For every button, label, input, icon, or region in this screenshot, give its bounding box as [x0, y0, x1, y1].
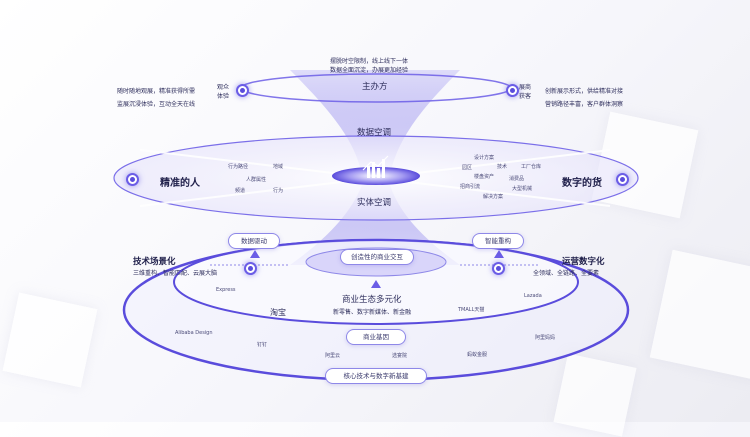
tag: 楼盘资产	[474, 174, 495, 180]
right-top-text: 营销路径丰富，客户群体洞察	[545, 101, 624, 108]
node-dot	[244, 262, 257, 275]
node-dot	[126, 173, 139, 186]
tag: 消费品	[509, 176, 525, 182]
brand-label: Lazada	[524, 293, 542, 299]
tag: 行为	[273, 188, 284, 194]
pointer-triangle	[371, 280, 381, 288]
node-dot	[236, 84, 249, 97]
brand-label: Express	[216, 287, 236, 293]
brand-label: Alibaba Design	[175, 330, 213, 336]
right-top-title: 获客	[519, 93, 532, 100]
tag: 人群属性	[246, 177, 267, 183]
creative-interaction-pill: 创造性的商业交互	[340, 249, 414, 265]
tag: 招商引流	[460, 184, 481, 190]
brand-label: 选宴院	[392, 353, 408, 359]
left-top-title: 观众	[217, 84, 230, 91]
ring-label: 主办方	[362, 82, 388, 92]
tech-scene-title: 技术场景化	[133, 257, 176, 267]
right-top-title: 展商	[519, 84, 532, 91]
core-disc	[332, 167, 420, 185]
left-top-text: 监展沉浸体验，互动全天在线	[117, 101, 196, 108]
funnel-shape	[290, 70, 460, 175]
node-dot	[506, 84, 519, 97]
ecosystem-sub: 新零售、数字新媒体、新金融	[333, 309, 412, 316]
left-middle-title: 精准的人	[160, 178, 200, 189]
brand-label: 钉钉	[257, 342, 268, 348]
brand-label: 蚂蚁金服	[467, 352, 488, 358]
right-middle-title: 数字的货	[562, 178, 602, 189]
node-dot	[492, 262, 505, 275]
top-caption: 摆脱时空限制，线上线下一体	[330, 58, 409, 65]
pointer-triangle	[494, 250, 504, 258]
business-gene-pill: 商业基因	[346, 329, 406, 345]
core-tech-pill: 核心技术与数字新基建	[325, 368, 427, 384]
pointer-triangle	[250, 250, 260, 258]
tag: 工厂仓库	[521, 164, 542, 170]
bar-chart-icon	[362, 155, 389, 178]
tag: 技术	[497, 164, 508, 170]
left-top-title: 体验	[217, 93, 230, 100]
ops-digital-sub: 全领域、全链路、全要素	[533, 270, 600, 277]
tech-scene-sub: 三维重构、智能匹配、云展大脑	[133, 270, 218, 277]
tag: 频道	[235, 188, 246, 194]
left-top-text: 随时随地观展，精准获得所需	[117, 88, 196, 95]
tag: 地域	[273, 164, 284, 170]
ecosystem-title: 商业生态多元化	[342, 295, 402, 305]
top-caption: 数据全面沉淀，办展更加经验	[330, 67, 409, 74]
brand-label: 阿里云	[325, 353, 341, 359]
brand-label: 阿里妈妈	[535, 335, 556, 341]
tag: 大型机械	[512, 186, 533, 192]
brand-label: TMALL天猫	[458, 307, 485, 313]
tag: 设计方案	[474, 155, 495, 161]
tag: 园区	[462, 165, 473, 171]
smart-reconstruct-pill: 智能重构	[472, 233, 524, 249]
node-dot	[616, 173, 629, 186]
tag: 行为路径	[228, 164, 249, 170]
lower-funnel-label: 实体空调	[357, 198, 392, 208]
data-driven-pill: 数据驱动	[228, 233, 280, 249]
right-top-text: 创新展示形式，供给精准对接	[545, 88, 624, 95]
brand-label: 淘宝	[270, 308, 286, 317]
upper-funnel-label: 数据空调	[357, 128, 392, 138]
tag: 解决方案	[483, 194, 504, 200]
ops-digital-title: 运营数字化	[562, 257, 605, 267]
